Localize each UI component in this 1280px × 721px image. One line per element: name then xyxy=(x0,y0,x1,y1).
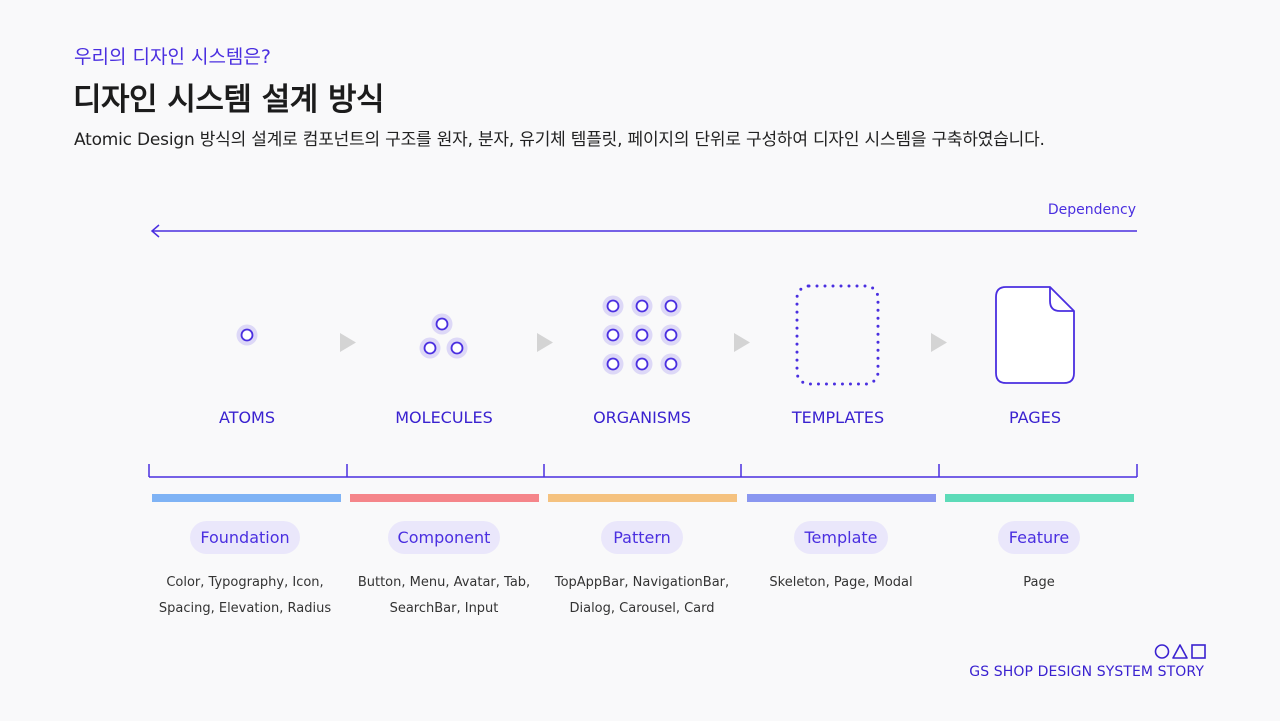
atom-dot xyxy=(631,324,653,346)
category-color-bar xyxy=(152,494,341,502)
category-item-list: Page xyxy=(940,570,1138,596)
atom-dot xyxy=(419,337,441,359)
atom-dot xyxy=(446,337,468,359)
dependency-arrowhead xyxy=(150,224,160,238)
flow-arrow-icon xyxy=(537,333,553,352)
category-pill-component: Component xyxy=(388,521,500,554)
category-item-line: Dialog, Carousel, Card xyxy=(569,601,715,616)
atom-dot xyxy=(431,313,453,335)
molecule-icon xyxy=(419,313,468,359)
atom-dot xyxy=(602,295,624,317)
category-item-list: TopAppBar, NavigationBar, Dialog, Carouse… xyxy=(543,570,741,622)
atom-dot xyxy=(236,324,258,346)
section-subtitle: 우리의 디자인 시스템은? xyxy=(74,46,271,68)
category-item-line: Page xyxy=(1023,575,1055,590)
atom-dot xyxy=(602,324,624,346)
stage-label-templates: TEMPLATES xyxy=(791,408,885,427)
category-item-line: Skeleton, Page, Modal xyxy=(769,575,913,590)
category-pill-foundation: Foundation xyxy=(190,521,300,554)
flow-arrow-icon xyxy=(340,333,356,352)
category-pill-template: Template xyxy=(794,521,888,554)
category-item-list: Skeleton, Page, Modal xyxy=(742,570,940,596)
stage-label-organisms: ORGANISMS xyxy=(593,408,691,427)
atom-icon xyxy=(236,324,258,346)
category-color-bar xyxy=(945,494,1134,502)
stage-label-atoms: ATOMS xyxy=(218,408,276,427)
category-pill-pattern: Pattern xyxy=(601,521,683,554)
template-icon xyxy=(795,284,880,386)
category-item-line: Button, Menu, Avatar, Tab, xyxy=(357,575,531,590)
category-item-line: SearchBar, Input xyxy=(389,601,499,616)
category-item-list: Color, Typography, Icon, Spacing, Elevati… xyxy=(146,570,344,622)
circle-triangle-square-logo xyxy=(1154,644,1206,659)
category-item-line: Spacing, Elevation, Radius xyxy=(158,601,332,616)
organism-icon xyxy=(602,295,682,375)
flow-arrow-icon xyxy=(931,333,947,352)
flow-arrow-icon xyxy=(734,333,750,352)
stage-label-pages: PAGES xyxy=(1009,408,1061,427)
category-color-bar xyxy=(747,494,936,502)
brand-text: GS SHOP DESIGN SYSTEM STORY xyxy=(969,664,1204,680)
category-item-line: Color, Typography, Icon, xyxy=(166,575,324,590)
dependency-label: Dependency xyxy=(1047,202,1136,218)
atom-dot xyxy=(631,353,653,375)
page-icon xyxy=(995,286,1075,384)
category-item-line: TopAppBar, NavigationBar, xyxy=(554,575,730,590)
page-title: 디자인 시스템 설계 방식 xyxy=(73,82,385,118)
atom-dot xyxy=(602,353,624,375)
category-color-bar xyxy=(350,494,539,502)
category-item-list: Button, Menu, Avatar, Tab, SearchBar, Inp… xyxy=(345,570,543,622)
category-pill-feature: Feature xyxy=(998,521,1080,554)
atom-dot xyxy=(631,295,653,317)
atom-dot xyxy=(660,295,682,317)
atom-dot xyxy=(660,324,682,346)
category-color-bar xyxy=(548,494,737,502)
atom-dot xyxy=(660,353,682,375)
description-text: Atomic Design 방식의 설계로 컴포넌트의 구조를 원자, 분자, … xyxy=(74,130,1045,150)
stage-label-molecules: MOLECULES xyxy=(395,408,493,427)
